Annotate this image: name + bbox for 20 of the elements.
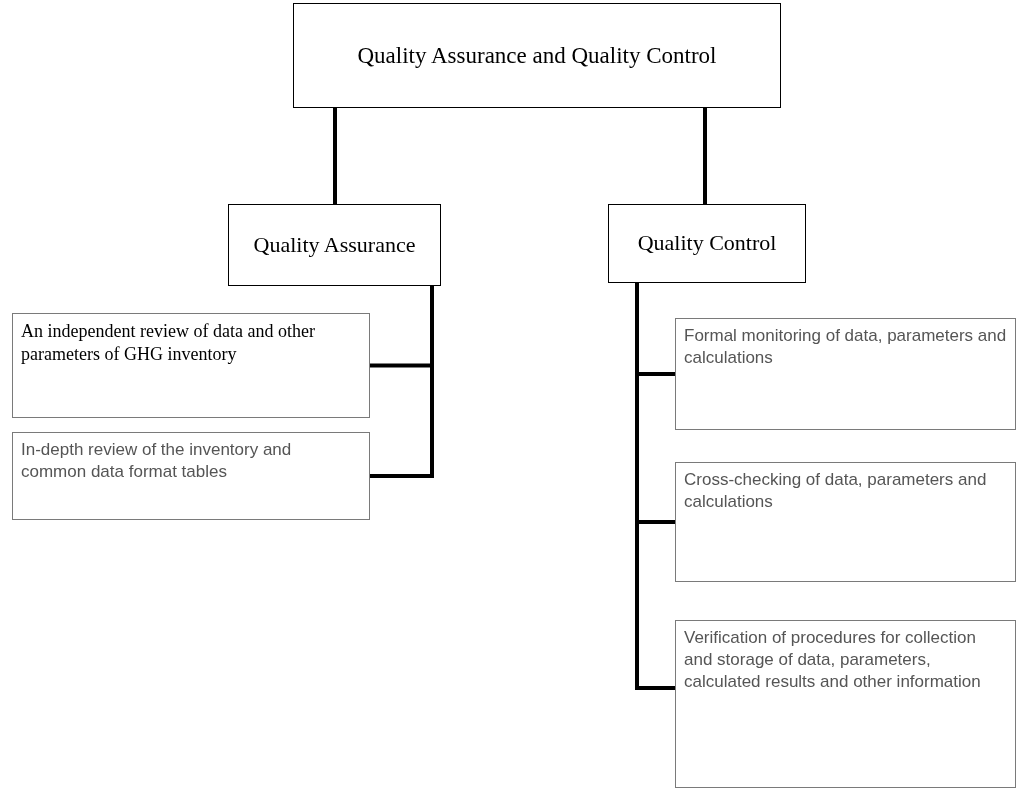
activity-box — [675, 620, 1016, 788]
box-label: Cross-checking of data, parameters and calculations — [684, 469, 988, 514]
activity-box — [675, 462, 1016, 582]
box-label: Quality Control — [637, 229, 777, 258]
connector-line — [703, 108, 707, 204]
activity-box — [12, 313, 370, 418]
box-label: Formal monitoring of data, parameters and calculations — [684, 325, 1007, 370]
category-box — [228, 204, 441, 286]
box-label: Quality Assurance and Quality Control — [357, 41, 717, 70]
box-label: Verification of procedures for collection and storage of data, parameters, calculated results and other information — [684, 627, 982, 694]
activity-box — [12, 432, 370, 520]
connector-line — [333, 108, 337, 204]
connector-line — [370, 286, 434, 478]
box-label: Quality Assurance — [253, 230, 416, 259]
box-label: In-depth review of the inventory and common data format tables — [21, 439, 293, 484]
category-box — [293, 3, 781, 108]
box-label: An independent review of data and other parameters of GHG inventory — [21, 320, 316, 367]
activity-box — [675, 318, 1016, 430]
category-box — [608, 204, 806, 283]
connector-line — [635, 283, 675, 690]
